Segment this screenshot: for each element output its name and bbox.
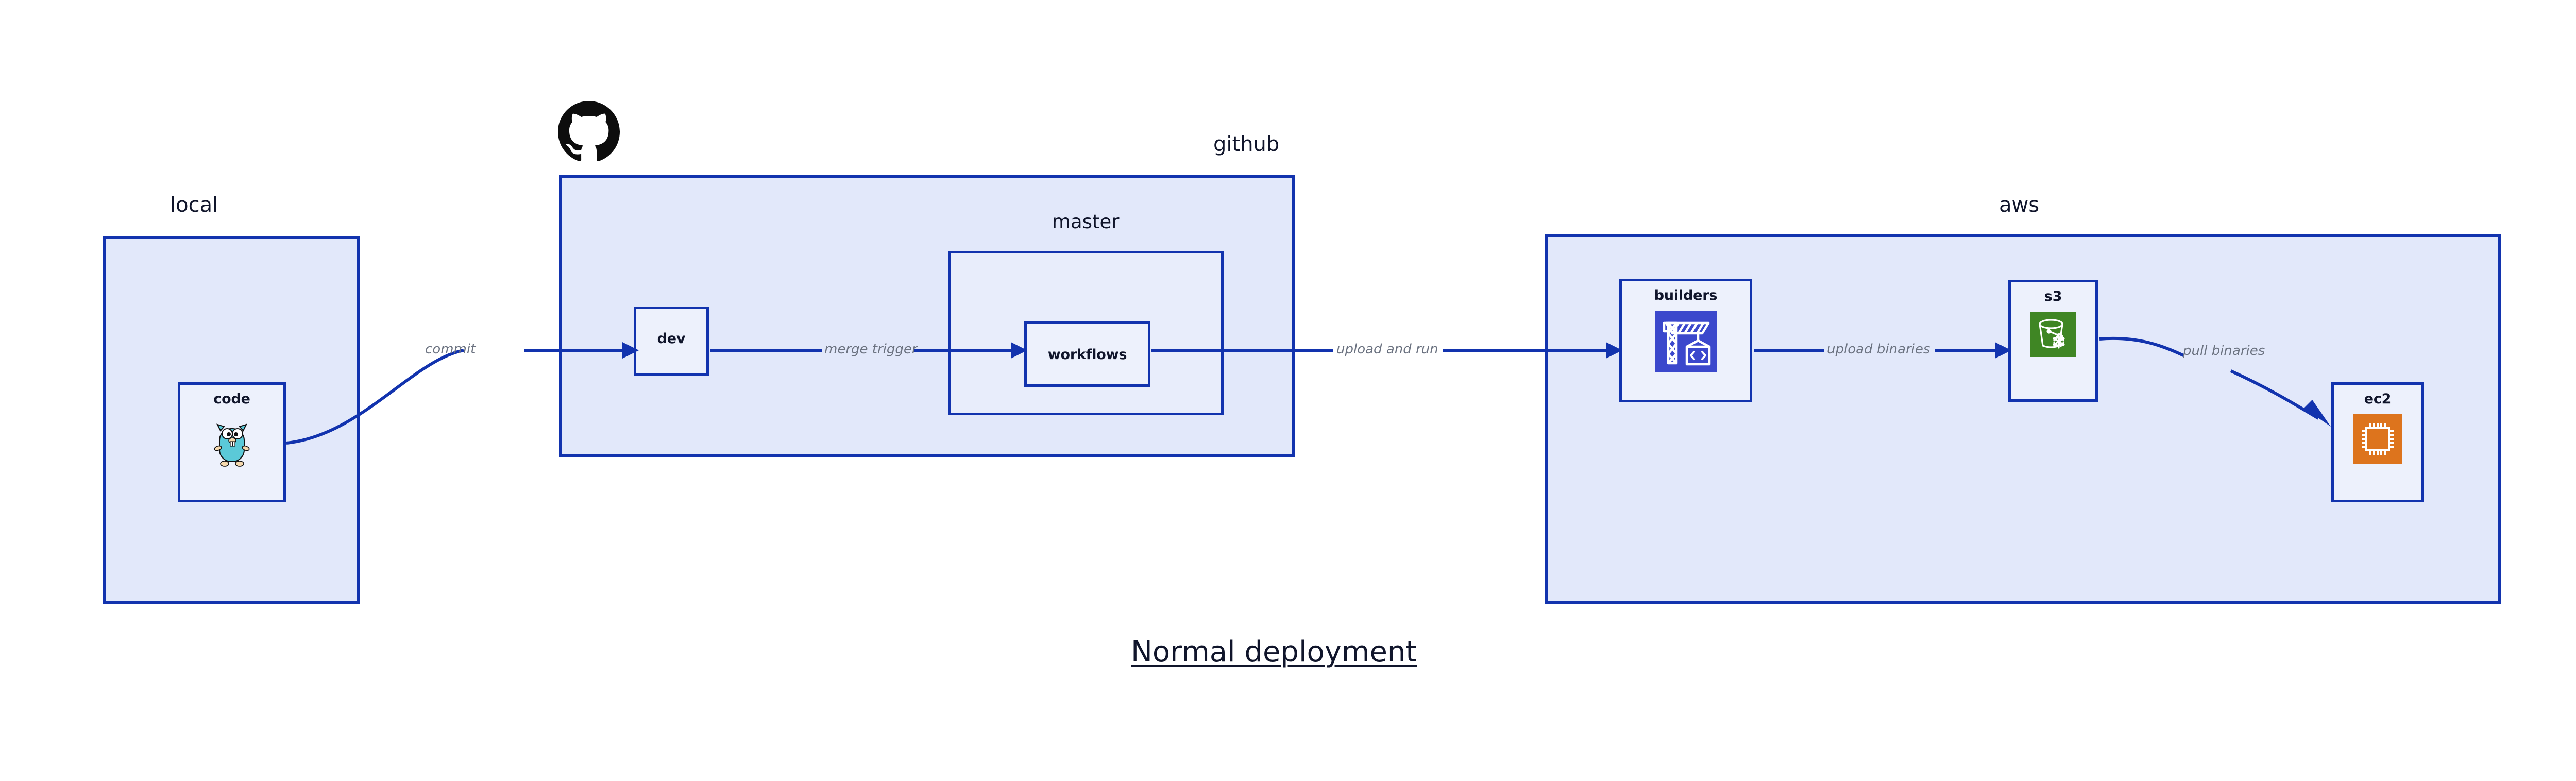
edge-label-upload-and-run: upload and run [1336,342,1438,357]
node-code-label: code [213,391,250,407]
aws-ec2-icon [2353,414,2402,464]
node-s3-label: s3 [2044,288,2062,304]
aws-codebuild-icon [1655,311,1717,372]
github-mark-icon [558,101,620,163]
node-builders[interactable]: builders [1619,279,1752,402]
edge-label-merge-trigger: merge trigger [824,342,918,357]
subzone-title-master: master [1052,211,1120,233]
node-builders-label: builders [1654,287,1718,303]
node-ec2[interactable]: ec2 [2331,382,2424,502]
node-ec2-label: ec2 [2364,391,2392,407]
zone-title-local: local [170,193,218,217]
node-workflows-label: workflows [1047,347,1127,363]
node-dev-label: dev [657,331,686,347]
node-dev[interactable]: dev [634,307,709,376]
edge-label-commit: commit [425,342,476,357]
node-s3[interactable]: s3 [2008,280,2098,402]
node-workflows[interactable]: workflows [1024,321,1150,387]
edge-label-upload-binaries: upload binaries [1827,342,1930,357]
diagram-caption: Normal deployment [1131,635,1417,669]
node-code[interactable]: code [178,382,286,502]
edge-label-pull-binaries: pull binaries [2183,343,2265,359]
zone-title-aws: aws [1999,193,2040,217]
aws-s3-glacier-icon [2030,312,2076,357]
go-gopher-icon [210,414,253,469]
zone-title-github: github [1213,132,1280,156]
